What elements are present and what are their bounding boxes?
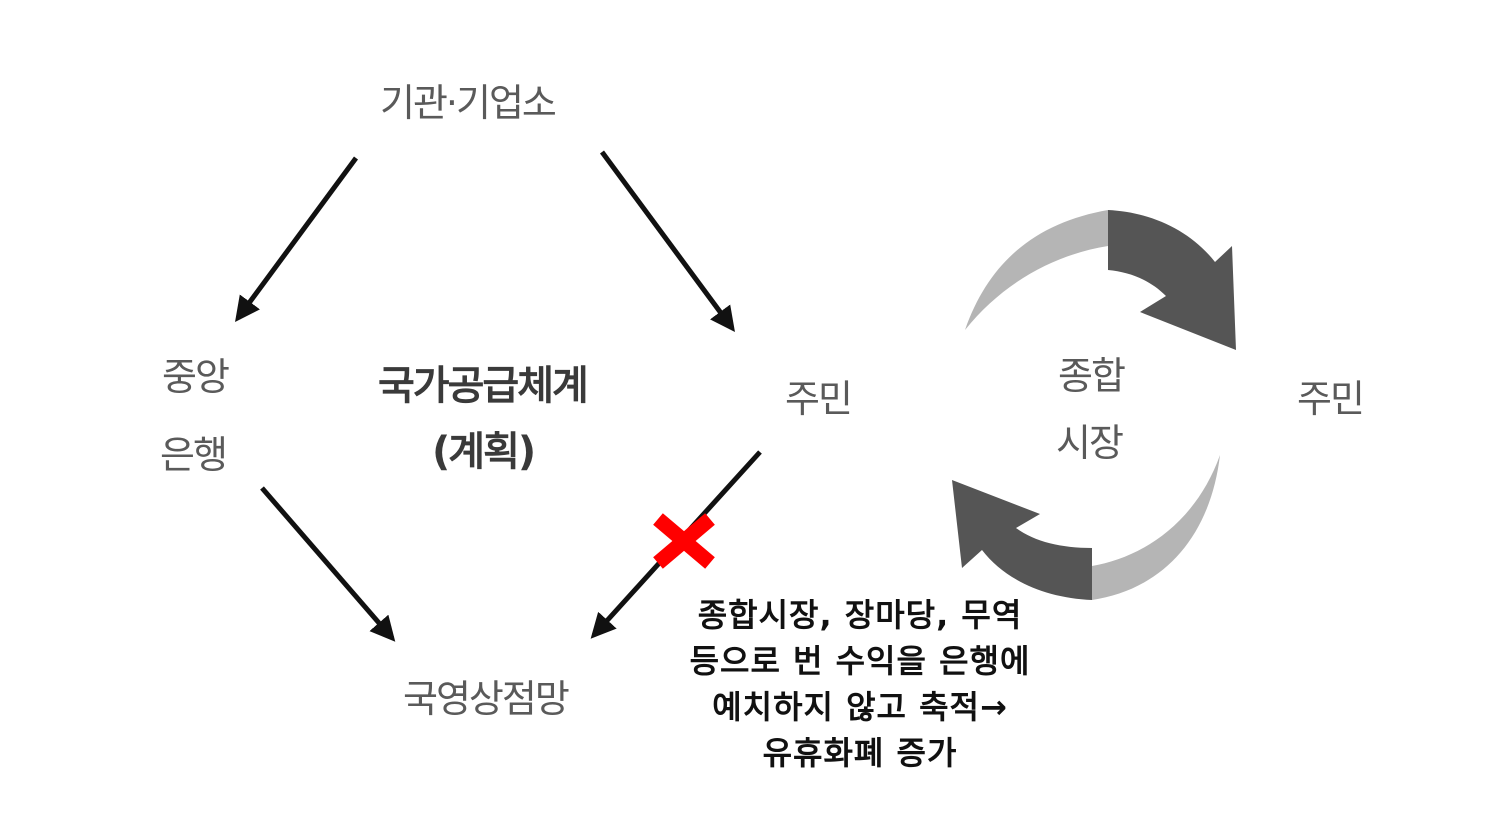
node-residents: 주민 bbox=[785, 377, 853, 421]
node-central-bank-line1: 중앙 bbox=[162, 355, 230, 399]
cycle-arrows-icon bbox=[952, 210, 1236, 600]
cycle-arc-dark-bottom bbox=[952, 480, 1092, 600]
arrow-left-to-bottom bbox=[260, 486, 396, 642]
cycle-arc-dark-top bbox=[1108, 210, 1236, 350]
arrow-top-to-left bbox=[235, 156, 359, 323]
node-institutions-enterprises: 기관·기업소 bbox=[380, 81, 557, 125]
cycle-center-line2: 시장 bbox=[1056, 421, 1124, 465]
arrow-top-to-right bbox=[599, 150, 735, 333]
node-state-store-network: 국영상점망 bbox=[403, 677, 570, 721]
node-state-supply-plan: (계획) bbox=[432, 429, 536, 475]
node-residents-far-right: 주민 bbox=[1297, 377, 1365, 421]
annotation-line-3: 예치하지 않고 축적→ bbox=[712, 688, 1008, 726]
cycle-center-line1: 종합 bbox=[1058, 354, 1126, 398]
annotation-line-1: 종합시장, 장마당, 무역 bbox=[697, 596, 1023, 634]
cycle-arc-light-bottom bbox=[1092, 455, 1220, 600]
annotation-line-4: 유휴화폐 증가 bbox=[762, 734, 958, 772]
annotation-note: 종합시장, 장마당, 무역 등으로 번 수익을 은행에 예치하지 않고 축적→ … bbox=[630, 592, 1090, 776]
node-central-bank-line2: 은행 bbox=[160, 433, 228, 477]
annotation-line-2: 등으로 번 수익을 은행에 bbox=[689, 642, 1031, 680]
cycle-arc-light-top bbox=[965, 210, 1108, 330]
blocked-x-icon bbox=[653, 513, 715, 569]
node-state-supply-system: 국가공급체계 bbox=[378, 363, 589, 409]
